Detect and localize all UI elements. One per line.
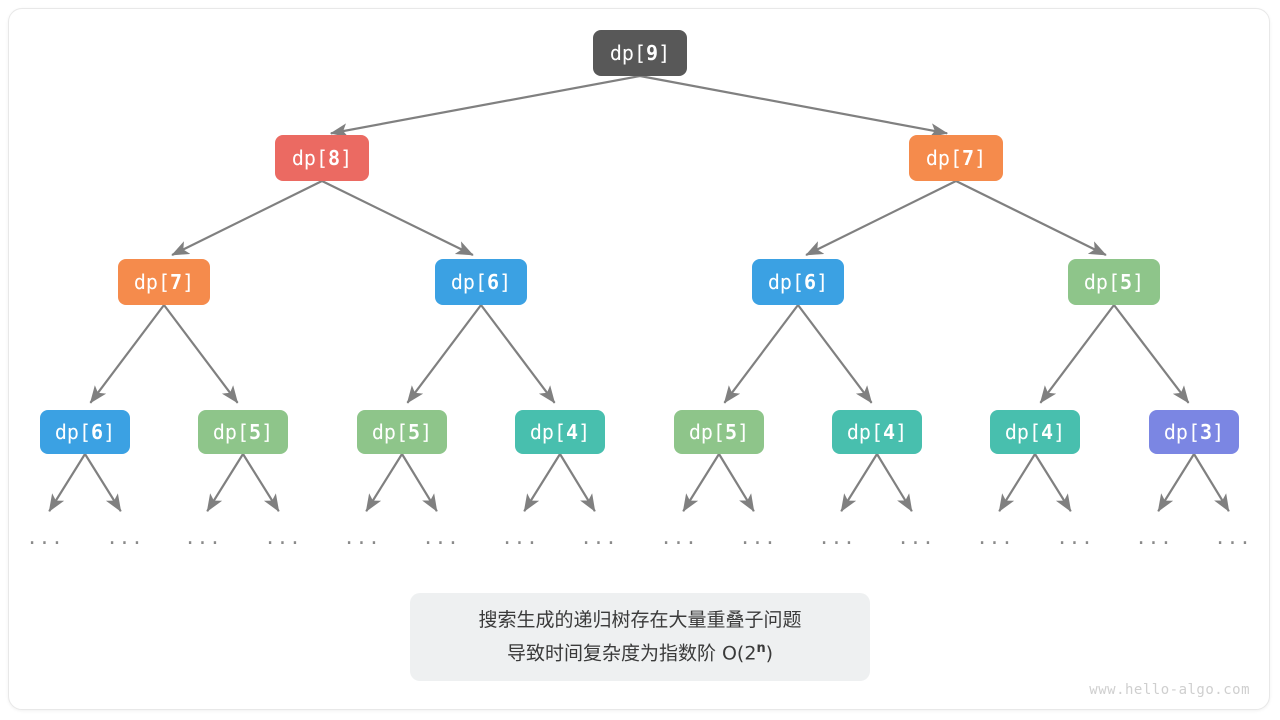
node-label-suffix: ] [895, 420, 908, 444]
node-label-suffix: ] [340, 146, 353, 170]
node-label-index: 7 [170, 270, 183, 294]
watermark: www.hello-algo.com [1089, 682, 1250, 698]
tree-node-dp4: dp[4] [990, 410, 1080, 454]
node-label-index: 6 [487, 270, 500, 294]
node-label-prefix: dp[ [371, 420, 409, 444]
ellipsis: ... [660, 527, 698, 549]
tree-node-dp5: dp[5] [357, 410, 447, 454]
ellipsis: ... [184, 527, 222, 549]
ellipsis: ... [580, 527, 618, 549]
node-label-prefix: dp[ [529, 420, 567, 444]
node-label-prefix: dp[ [212, 420, 250, 444]
node-label-index: 5 [1120, 270, 1133, 294]
node-label-prefix: dp[ [609, 41, 647, 65]
node-label-prefix: dp[ [450, 270, 488, 294]
node-label-index: 5 [249, 420, 262, 444]
tree-node-dp6: dp[6] [40, 410, 130, 454]
node-label-prefix: dp[ [767, 270, 805, 294]
node-label-suffix: ] [737, 420, 750, 444]
node-label-index: 8 [328, 146, 341, 170]
node-label-suffix: ] [499, 270, 512, 294]
ellipsis: ... [739, 527, 777, 549]
node-label-suffix: ] [658, 41, 671, 65]
node-label-prefix: dp[ [846, 420, 884, 444]
tree-node-dp3: dp[3] [1149, 410, 1239, 454]
node-label-suffix: ] [261, 420, 274, 444]
node-label-prefix: dp[ [688, 420, 726, 444]
ellipsis: ... [422, 527, 460, 549]
tree-node-dp7: dp[7] [909, 135, 1003, 181]
node-label-index: 6 [804, 270, 817, 294]
ellipsis: ... [818, 527, 856, 549]
node-label-index: 5 [408, 420, 421, 444]
node-label-prefix: dp[ [1163, 420, 1201, 444]
node-label-prefix: dp[ [1083, 270, 1121, 294]
ellipsis: ... [1056, 527, 1094, 549]
node-label-suffix: ] [1053, 420, 1066, 444]
ellipsis: ... [897, 527, 935, 549]
node-label-prefix: dp[ [1004, 420, 1042, 444]
node-label-suffix: ] [816, 270, 829, 294]
ellipsis: ... [343, 527, 381, 549]
tree-node-dp5: dp[5] [198, 410, 288, 454]
node-label-suffix: ] [1212, 420, 1225, 444]
tree-node-dp5: dp[5] [1068, 259, 1160, 305]
node-label-suffix: ] [103, 420, 116, 444]
node-label-prefix: dp[ [291, 146, 329, 170]
ellipsis: ... [976, 527, 1014, 549]
caption-exponent: n [756, 640, 766, 656]
caption-line-1: 搜索生成的递归树存在大量重叠子问题 [478, 609, 802, 632]
tree-node-dp7: dp[7] [118, 259, 210, 305]
caption-box: 搜索生成的递归树存在大量重叠子问题 导致时间复杂度为指数阶 O(2n) [410, 593, 870, 681]
node-label-index: 4 [883, 420, 896, 444]
node-label-suffix: ] [578, 420, 591, 444]
node-label-prefix: dp[ [133, 270, 171, 294]
node-label-index: 3 [1200, 420, 1213, 444]
tree-node-dp4: dp[4] [515, 410, 605, 454]
caption-line-2-suffix: ) [765, 642, 774, 665]
ellipsis: ... [26, 527, 64, 549]
node-label-index: 4 [1041, 420, 1054, 444]
node-label-index: 5 [725, 420, 738, 444]
tree-node-dp9: dp[9] [593, 30, 687, 76]
ellipsis: ... [106, 527, 144, 549]
node-label-suffix: ] [182, 270, 195, 294]
node-label-suffix: ] [974, 146, 987, 170]
ellipsis: ... [501, 527, 539, 549]
node-label-index: 9 [646, 41, 659, 65]
tree-node-dp8: dp[8] [275, 135, 369, 181]
caption-line-2-prefix: 导致时间复杂度为指数阶 O(2 [506, 642, 757, 665]
node-label-suffix: ] [420, 420, 433, 444]
tree-node-dp5: dp[5] [674, 410, 764, 454]
node-label-prefix: dp[ [54, 420, 92, 444]
node-label-index: 6 [91, 420, 104, 444]
ellipsis: ... [1214, 527, 1252, 549]
tree-node-dp4: dp[4] [832, 410, 922, 454]
ellipsis: ... [264, 527, 302, 549]
tree-node-dp6: dp[6] [752, 259, 844, 305]
node-label-index: 7 [962, 146, 975, 170]
node-label-index: 4 [566, 420, 579, 444]
tree-node-dp6: dp[6] [435, 259, 527, 305]
ellipsis: ... [1135, 527, 1173, 549]
caption-line-2: 导致时间复杂度为指数阶 O(2n) [507, 639, 773, 668]
node-label-prefix: dp[ [925, 146, 963, 170]
node-label-suffix: ] [1132, 270, 1145, 294]
